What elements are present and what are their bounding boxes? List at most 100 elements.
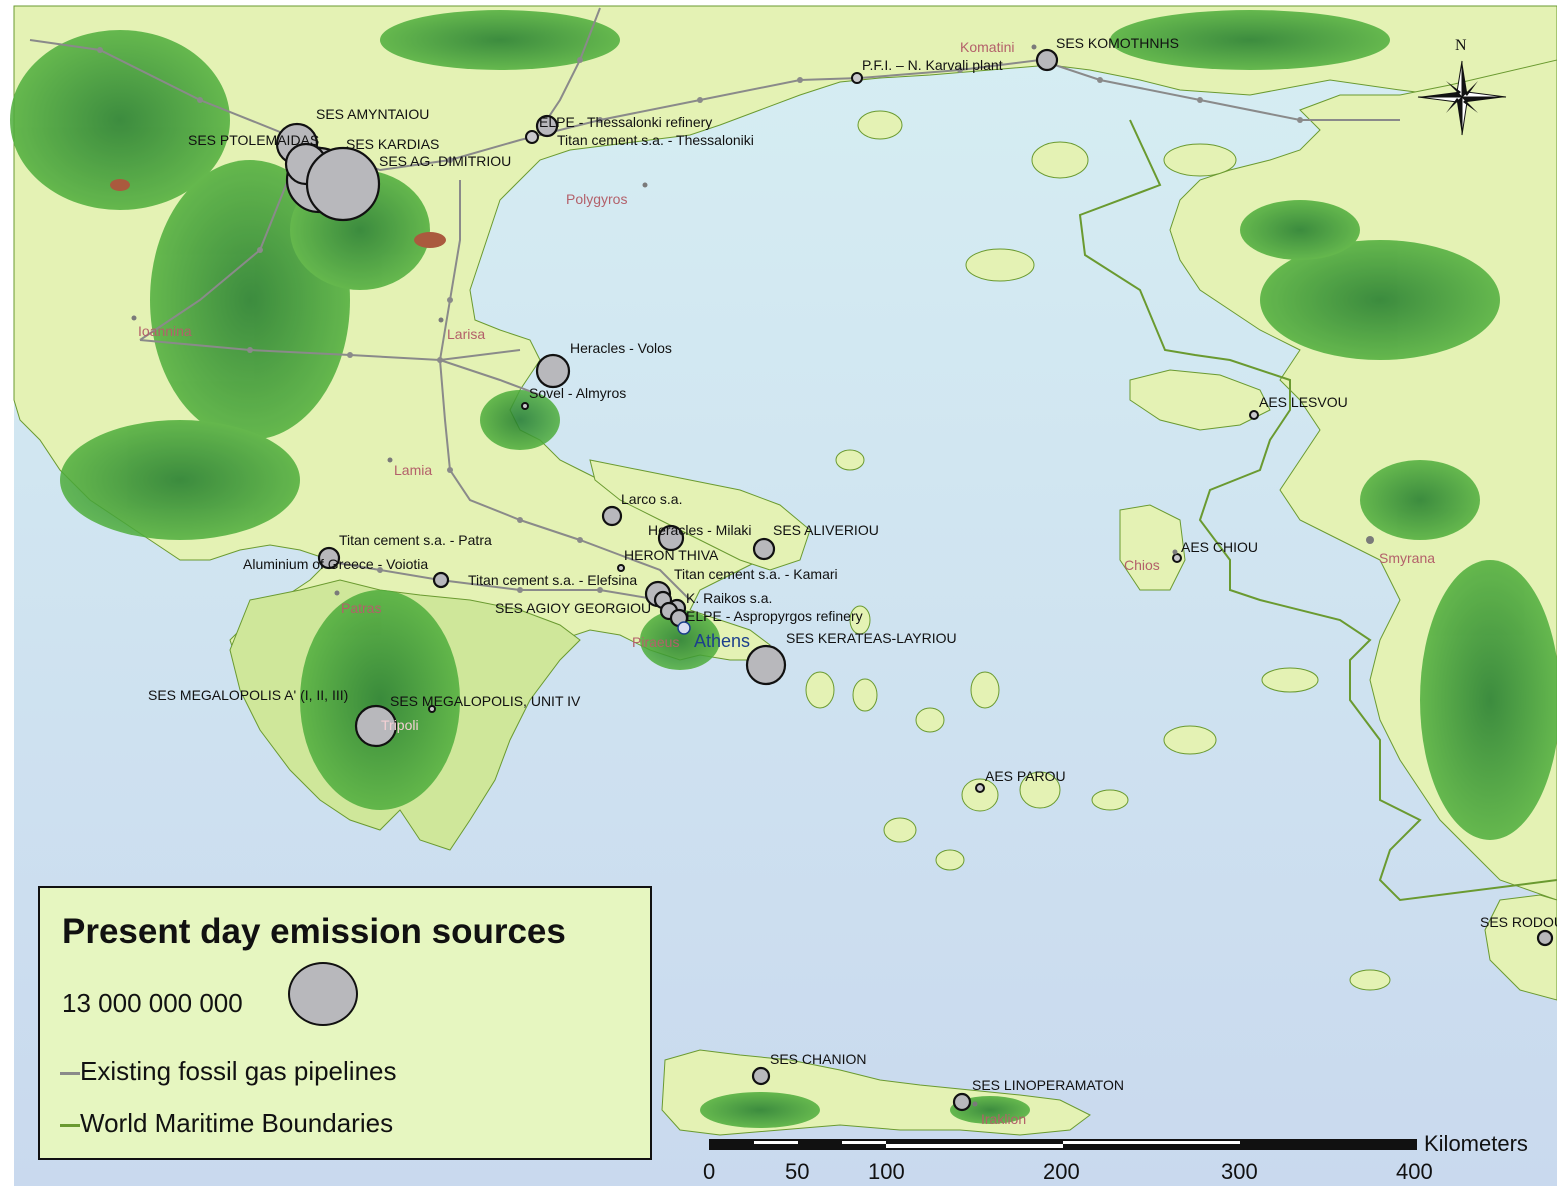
city-labels: Komatini Polygyros Ioannina Larisa Lamia… (138, 39, 1435, 1127)
label-ses-amyntaiou: SES AMYNTAIOU (316, 106, 429, 122)
scale-tick-0: 0 (703, 1159, 715, 1184)
scale-tick-400: 400 (1396, 1159, 1433, 1184)
source-marker-megalopolis-a (354, 704, 398, 748)
label-ses-aliveriou: SES ALIVERIOU (773, 522, 879, 538)
chios-island (1119, 504, 1186, 591)
city-label-chios: Chios (1124, 557, 1160, 573)
source-marker-titan-patra (317, 546, 341, 570)
label-sovel-almyros: Sovel - Almyros (529, 385, 626, 401)
source-marker-kerateas (745, 644, 787, 686)
emission-source-labels: SES KOMOTHNHS P.F.I. – N. Karvali plant … (148, 35, 1557, 1093)
source-marker-larco (601, 505, 623, 527)
legend-item-boundaries: World Maritime Boundaries (60, 1108, 393, 1139)
city-label-ioannina: Ioannina (138, 323, 192, 339)
label-aes-lesvou: AES LESVOU (1259, 394, 1348, 410)
label-ses-linoperamaton: SES LINOPERAMATON (972, 1077, 1124, 1093)
source-marker-titan-thessaloniki (525, 130, 539, 144)
source-marker-komothnhs (1035, 48, 1059, 72)
scale-tick-100: 100 (868, 1159, 905, 1184)
source-marker-chanion (751, 1066, 771, 1086)
city-label-piraeus: Piraeus (632, 634, 679, 650)
athens-city-marker (677, 621, 691, 635)
boundary-line-icon (60, 1123, 80, 1127)
legend-circle-amount: 13 000 000 000 (62, 988, 243, 1018)
scale-tick-300: 300 (1221, 1159, 1258, 1184)
source-marker-karvali (851, 72, 863, 84)
label-ses-chanion: SES CHANION (770, 1051, 866, 1067)
evia-island (589, 459, 811, 571)
source-marker-heracles-volos (535, 353, 571, 389)
source-marker-sovel (521, 402, 529, 410)
pipeline-line-icon (60, 1071, 80, 1075)
city-label-komatini: Komatini (960, 39, 1014, 55)
label-titan-patra: Titan cement s.a. - Patra (339, 532, 492, 548)
thasos-island (857, 110, 903, 140)
label-megalopolis-iv: SES MEGALOPOLIS, UNIT IV (390, 693, 581, 709)
label-aluminium-voiotia: Aluminium of Greece - Voiotia (243, 556, 428, 572)
imbros-island (1163, 143, 1237, 177)
label-heracles-milaki: Heracles - Milaki (648, 522, 751, 538)
source-marker-megalopolis-iv (428, 705, 436, 713)
label-karvali: P.F.I. – N. Karvali plant (862, 57, 1003, 73)
label-elpe-aspropyrgos: ELPE - Aspropyrgos refinery (686, 608, 863, 624)
label-heracles-volos: Heracles - Volos (570, 340, 672, 356)
source-marker-linoperamaton (952, 1092, 972, 1112)
source-marker-ag-dimitriou (305, 146, 381, 222)
legend-circle-symbol (288, 962, 358, 1026)
label-aes-parou: AES PAROU (985, 768, 1066, 784)
label-titan-thessaloniki: Titan cement s.a. - Thessaloniki (557, 132, 754, 148)
label-ses-ag-dimitriou: SES AG. DIMITRIOU (379, 153, 511, 169)
label-megalopolis-a: SES MEGALOPOLIS A' (I, II, III) (148, 687, 348, 703)
city-label-iraklion: Iraklion (981, 1111, 1026, 1127)
city-markers (131, 44, 1374, 1107)
legend-item-pipelines: Existing fossil gas pipelines (60, 1056, 397, 1087)
label-ses-komothnhs: SES KOMOTHNHS (1056, 35, 1179, 51)
map-legend: Present day emission sources 13 000 000 … (38, 886, 652, 1160)
label-ses-agioy-georgiou: SES AGIOY GEORGIOU (495, 600, 651, 616)
city-label-polygyros: Polygyros (566, 191, 627, 207)
label-titan-kamari: Titan cement s.a. - Kamari (674, 566, 838, 582)
scale-unit-label: Kilometers (1424, 1134, 1528, 1156)
north-arrow-icon: N (1417, 37, 1507, 136)
city-label-larisa: Larisa (447, 326, 485, 342)
label-aes-chiou: AES CHIOU (1181, 539, 1258, 555)
north-label: N (1455, 37, 1467, 54)
emission-source-markers (275, 48, 1554, 1112)
label-titan-elefsina: Titan cement s.a. - Elefsina (468, 572, 637, 588)
scale-bar: Kilometers 0 50 100 200 300 400 (703, 1134, 1528, 1184)
samothraki-island (1031, 141, 1089, 179)
source-marker-heron-thiva (617, 564, 625, 572)
source-marker-aes-parou (975, 783, 985, 793)
label-ses-ptolemaidas: SES PTOLEMAIDAS (188, 132, 319, 148)
terrain-relief (10, 10, 1557, 1128)
source-marker-aluminium-voiotia (432, 571, 450, 589)
rhodes-island (1484, 894, 1557, 1001)
source-marker-elpe-thessaloniki (535, 114, 559, 138)
label-ses-rodou: SES RODOU (1480, 914, 1557, 930)
label-ses-kerateas: SES KERATEAS-LAYRIOU (786, 630, 957, 646)
city-label-lamia: Lamia (394, 462, 432, 478)
source-marker-aes-chiou (1172, 553, 1182, 563)
source-marker-aes-lesvou (1249, 410, 1259, 420)
legend-pipelines-label: Existing fossil gas pipelines (80, 1056, 397, 1086)
cyclades-islands (805, 449, 1391, 991)
legend-title: Present day emission sources (62, 912, 566, 951)
label-raikos: K. Raikos s.a. (686, 590, 772, 606)
label-ses-kardias: SES KARDIAS (346, 136, 439, 152)
scale-tick-50: 50 (785, 1159, 809, 1184)
label-larco: Larco s.a. (621, 491, 682, 507)
source-marker-rodou (1536, 929, 1554, 947)
city-label-athens: Athens (694, 631, 750, 651)
scale-tick-200: 200 (1043, 1159, 1080, 1184)
pipeline-nodes (97, 47, 1303, 593)
city-label-patras: Patras (341, 600, 381, 616)
label-elpe-thessaloniki: ELPE - Thessalonki refinery (539, 114, 712, 130)
label-heron-thiva: HERON THIVA (624, 547, 719, 563)
city-label-smyrana: Smyrana (1379, 550, 1435, 566)
source-marker-aliveriou (752, 537, 776, 561)
city-label-tripoli: Tripoli (381, 717, 419, 733)
source-marker-heracles-milaki (657, 524, 685, 552)
maritime-boundary-line (1078, 119, 1557, 902)
lemnos-island (965, 248, 1035, 282)
legend-boundaries-label: World Maritime Boundaries (80, 1108, 394, 1138)
